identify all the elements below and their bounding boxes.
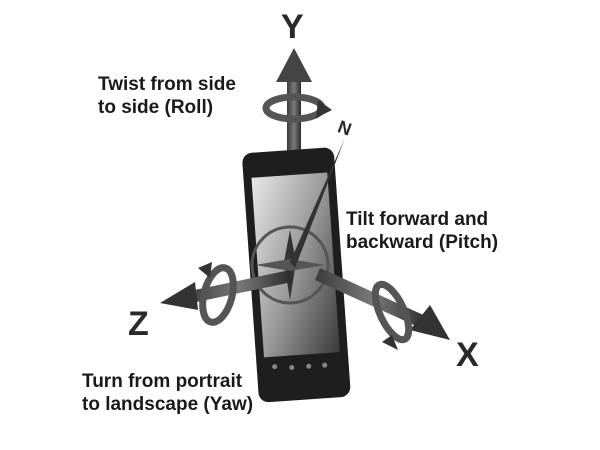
x-axis-arrow xyxy=(315,268,450,350)
y-axis-label: Y xyxy=(281,8,304,46)
x-axis-label: X xyxy=(456,336,479,374)
pitch-line-2: backward (Pitch) xyxy=(346,232,499,253)
roll-label: Twist from side to side (Roll) xyxy=(98,73,236,119)
compass-icon xyxy=(250,138,345,305)
z-axis-label: Z xyxy=(128,305,149,343)
z-axis-arrow xyxy=(160,262,292,326)
yaw-line-2: to landscape (Yaw) xyxy=(82,394,254,415)
pitch-line-1: Tilt forward and xyxy=(346,209,489,230)
yaw-label: Turn from portrait to landscape (Yaw) xyxy=(82,370,253,416)
pitch-label: Tilt forward and backward (Pitch) xyxy=(346,208,498,254)
yaw-line-1: Turn from portrait xyxy=(82,371,243,392)
roll-line-1: Twist from side xyxy=(98,74,236,95)
roll-line-2: to side (Roll) xyxy=(98,97,214,118)
y-axis-arrow xyxy=(262,48,332,170)
